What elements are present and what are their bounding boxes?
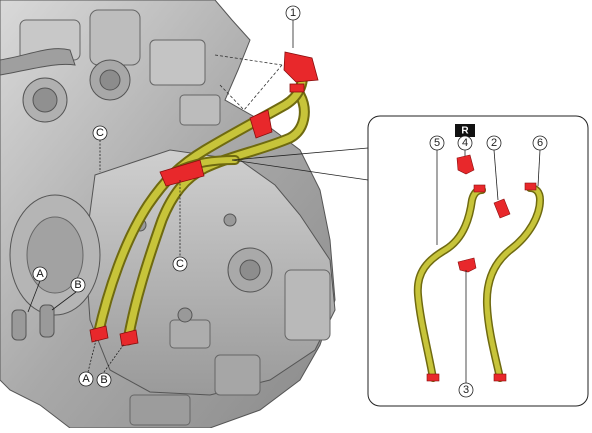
letter-b-left-text: B [74, 279, 81, 291]
part-2-clip [493, 198, 511, 219]
letter-c-upper: C [92, 125, 108, 172]
part-3-bracket [457, 257, 477, 273]
letter-a-left: A [27, 266, 48, 313]
callout-3: 3 [458, 270, 474, 398]
dashed-leaders [214, 54, 283, 111]
letter-c-lower: C [172, 180, 188, 272]
hose-assembly [89, 51, 319, 347]
letter-c-upper-text: C [96, 127, 104, 139]
inset-badge [455, 124, 475, 137]
clamp-bracket-upper [249, 109, 273, 139]
callout-3-number: 3 [463, 384, 469, 396]
clamp-bracket-mid [159, 159, 205, 187]
inset-badge-text: R [461, 126, 469, 137]
letter-b-left: B [51, 277, 86, 311]
letter-a-bottom: A [78, 339, 97, 387]
callout-5-number: 5 [434, 137, 440, 149]
clamp-top-1 [283, 51, 319, 83]
callout-6: 6 [532, 135, 548, 187]
callout-5: 5 [429, 135, 445, 245]
letter-c-lower-text: C [176, 258, 184, 270]
letter-a-left-text: A [36, 268, 44, 280]
callout-2-number: 2 [491, 137, 497, 149]
callout-1: 1 [285, 5, 301, 48]
letter-b-bottom: B [96, 343, 125, 388]
clamp-lower-a [89, 325, 109, 343]
callout-2: 2 [486, 135, 502, 201]
letter-b-bottom-text: B [100, 374, 107, 386]
callout-4-number: 4 [462, 137, 468, 149]
part-4-clamp [456, 154, 475, 175]
callout-1-number: 1 [290, 7, 296, 19]
callout-6-number: 6 [537, 137, 543, 149]
inset-panel: R 5 4 2 [231, 115, 589, 407]
callout-4: 4 [457, 135, 473, 156]
letter-a-bottom-text: A [82, 373, 90, 385]
clamp-lower-b [119, 329, 139, 347]
